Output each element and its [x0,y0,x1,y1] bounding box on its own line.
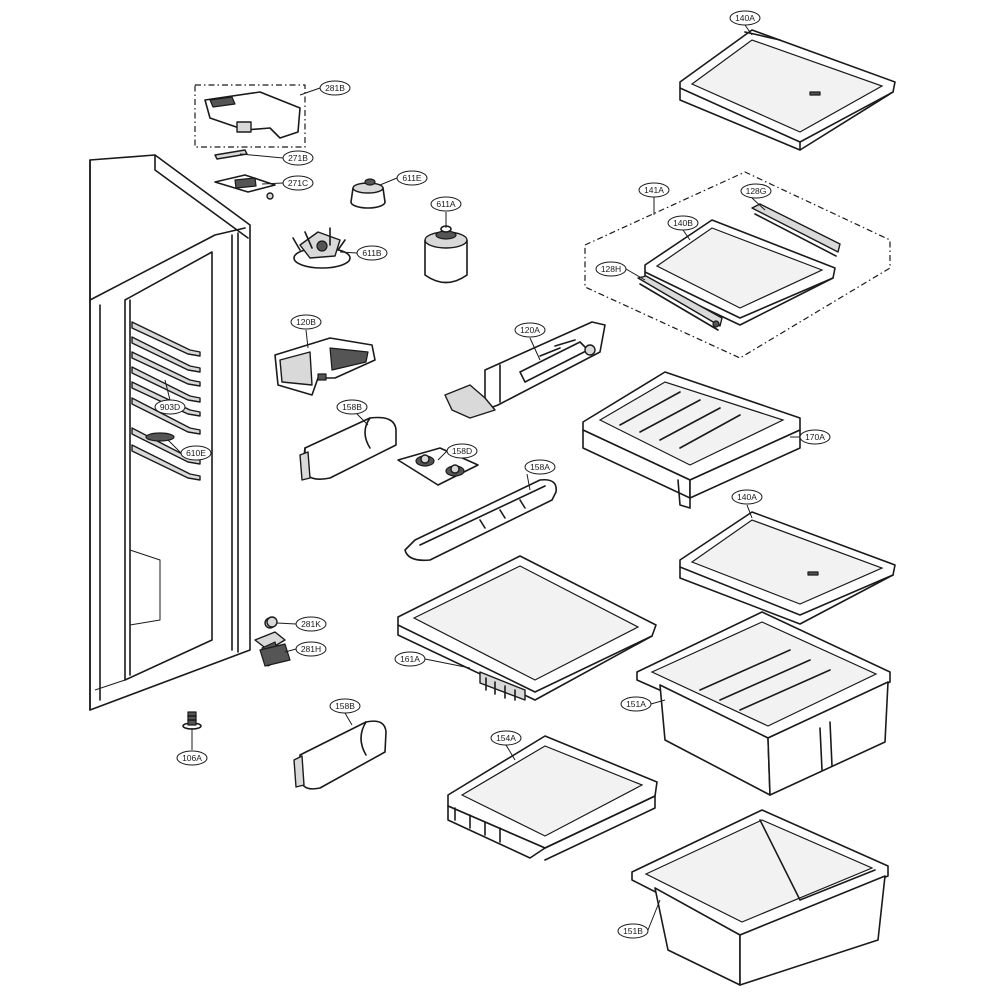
callout-161a-label: 161A [400,654,420,664]
callout-158d[interactable]: 158D [446,443,478,459]
callout-154a-label: 154A [496,733,516,743]
callout-158a-label: 158A [530,462,550,472]
callout-611a-label: 611A [436,199,456,209]
callout-281h-label: 281H [301,644,321,654]
part-151a-drawer [636,611,891,796]
part-611a-shape [424,225,468,284]
part-106a-leveler [182,711,202,730]
callout-611e-label: 611E [402,173,422,183]
part-120b-shape [274,337,376,396]
callout-154a[interactable]: 154A [490,730,522,746]
callout-281k-label: 281K [301,619,321,629]
callout-271b-label: 271B [288,153,308,163]
part-281b-assembly [194,84,306,148]
part-128h-rail [637,275,723,327]
callout-903d-label: 903D [160,402,180,412]
callout-140b-label: 140B [673,218,693,228]
part-158b-upper-shape [299,416,397,481]
callout-151b-label: 151B [623,926,643,936]
callout-120a[interactable]: 120A [514,322,546,338]
part-161a-cover [397,555,657,701]
callout-158b-upper-label: 158B [342,402,362,412]
part-281h-shape [259,643,291,667]
callout-141a-label: 141A [644,185,664,195]
callout-271b[interactable]: 271B [282,150,314,166]
part-281k-shape [266,616,278,628]
callout-903d[interactable]: 903D [154,399,186,415]
part-158b-lower-shape [293,720,387,790]
part-128g-rail [751,203,841,253]
callout-281b-label: 281B [325,83,345,93]
callout-611b[interactable]: 611B [356,245,388,261]
callout-151a-label: 151A [626,699,646,709]
leader-lines [164,24,800,931]
callout-120a-label: 120A [520,325,540,335]
refrigerator-cabinet [89,154,286,711]
callout-151b[interactable]: 151B [617,923,649,939]
callout-128g[interactable]: 128G [740,183,772,199]
callout-140a-mid-label: 140A [737,492,757,502]
callout-161a[interactable]: 161A [394,651,426,667]
callout-610e-label: 610E [186,448,206,458]
part-140a-top-shelf [679,29,896,151]
part-271c-shape [214,174,276,200]
callout-106a-label: 106A [182,753,202,763]
part-141a-assembly [584,171,891,359]
callout-140a-top[interactable]: 140A [729,10,761,26]
callout-140b[interactable]: 140B [667,215,699,231]
callout-120b-label: 120B [296,317,316,327]
callout-151a[interactable]: 151A [620,696,652,712]
part-271b-shape [214,149,248,160]
part-154a-drawer [447,735,658,861]
callout-158b-lower[interactable]: 158B [329,698,361,714]
callout-170a[interactable]: 170A [799,429,831,445]
callout-128h-label: 128H [601,264,621,274]
part-170a-drawer [582,371,801,509]
callout-170a-label: 170A [805,432,825,442]
callout-611e[interactable]: 611E [396,170,428,186]
callout-281h[interactable]: 281H [295,641,327,657]
callout-158b-upper[interactable]: 158B [336,399,368,415]
callout-128g-label: 128G [746,186,767,196]
part-611e-shape [350,178,386,209]
callout-140a-mid[interactable]: 140A [731,489,763,505]
callout-106a[interactable]: 106A [176,750,208,766]
callout-128h[interactable]: 128H [595,261,627,277]
callout-158b-lower-label: 158B [335,701,355,711]
callout-271c-label: 271C [288,178,308,188]
part-140a-mid-shelf [679,511,896,625]
callout-140a-top-label: 140A [735,13,755,23]
callout-281k[interactable]: 281K [295,616,327,632]
callout-611a[interactable]: 611A [430,196,462,212]
part-151b-drawer [631,809,889,986]
callout-271c[interactable]: 271C [282,175,314,191]
part-callouts: 140A 281B 271B 271C 611E 611A 611B 141A [154,10,831,939]
callout-158d-label: 158D [452,446,472,456]
part-158a-shape [404,478,557,562]
callout-610e[interactable]: 610E [180,445,212,461]
callout-611b-label: 611B [362,248,382,258]
callout-281b[interactable]: 281B [319,80,351,96]
part-611b-shape [292,227,351,269]
callout-158a[interactable]: 158A [524,459,556,475]
callout-120b[interactable]: 120B [290,314,322,330]
part-120a-shape [444,321,606,419]
callout-141a[interactable]: 141A [638,182,670,198]
